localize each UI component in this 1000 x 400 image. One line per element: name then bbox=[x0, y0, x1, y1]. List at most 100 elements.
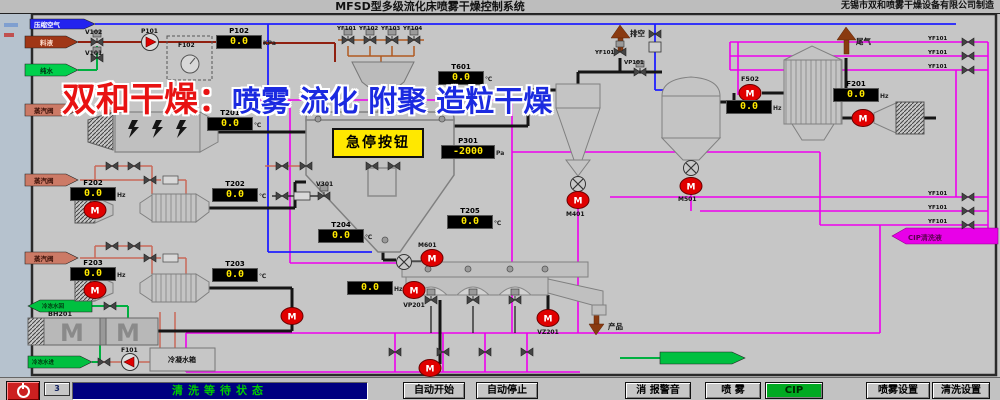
motor-vz201[interactable] bbox=[536, 309, 560, 327]
blower-m-glyph: M bbox=[116, 319, 140, 347]
tail-gas-label: 尾气 bbox=[855, 36, 871, 46]
power-icon-bar bbox=[22, 383, 24, 389]
cip-liquid-label: CIP清洗液 bbox=[908, 233, 943, 242]
display-f202: F202 0.0 Hz bbox=[70, 179, 126, 201]
steam-valve[interactable] bbox=[105, 241, 119, 251]
cip-pump-motor[interactable] bbox=[418, 359, 442, 377]
motor-m501[interactable] bbox=[679, 177, 703, 195]
tank-label: 冷凝水箱 bbox=[168, 355, 196, 364]
motor-m401[interactable] bbox=[566, 191, 590, 209]
v102-label: V102 bbox=[85, 29, 102, 36]
steam-valve[interactable] bbox=[143, 175, 157, 185]
margin-decoration bbox=[4, 23, 18, 27]
f502-label: F502 bbox=[741, 75, 759, 83]
counter-badge: 3 bbox=[44, 382, 70, 396]
status-bar: 清洗等待状态 bbox=[72, 382, 368, 400]
p101-label: P101 bbox=[141, 28, 158, 35]
cooling-return-banner bbox=[27, 299, 93, 313]
vp101-label: VP101 bbox=[624, 60, 644, 66]
m501-label: M501 bbox=[678, 196, 697, 203]
valve-feed[interactable] bbox=[275, 191, 289, 201]
clean-settings-button[interactable]: 清洗设置 bbox=[932, 382, 990, 399]
fan-motor[interactable] bbox=[83, 201, 107, 219]
steam-valve[interactable] bbox=[143, 253, 157, 263]
pump-f101[interactable] bbox=[121, 353, 139, 371]
display-t601: T601 0.0 ℃ bbox=[438, 63, 492, 85]
display-vp201: 0.0 Hz bbox=[347, 281, 403, 295]
rotary-valve-m601[interactable] bbox=[395, 253, 413, 271]
spray-settings-button[interactable]: 喷雾设置 bbox=[866, 382, 930, 399]
pump-p101[interactable] bbox=[141, 33, 159, 51]
motor-f201[interactable] bbox=[851, 109, 875, 127]
cip-valve-yf101[interactable] bbox=[961, 192, 975, 202]
steam-label: 蒸汽阀 bbox=[34, 254, 54, 263]
bed-valve[interactable] bbox=[466, 288, 480, 305]
steam-valve[interactable] bbox=[127, 241, 141, 251]
cyclone bbox=[555, 83, 601, 177]
fan-motor[interactable] bbox=[83, 281, 107, 299]
cip-valve-yf101[interactable] bbox=[961, 65, 975, 75]
cip-valve-yf101[interactable] bbox=[961, 37, 975, 47]
discharge-ramp bbox=[547, 278, 604, 309]
auto-stop-button[interactable]: 自动停止 bbox=[476, 382, 538, 399]
mute-alarm-button[interactable]: 消 报警音 bbox=[625, 382, 691, 399]
feed-label: 料液 bbox=[40, 38, 54, 47]
display-p102: P102 0.0 KPa bbox=[216, 27, 276, 49]
title-bar: MFSD型多级流化床喷雾干燥控制系统 无锡市双和喷雾干燥设备有限公司制造 bbox=[0, 0, 1000, 14]
cooling-valve[interactable] bbox=[103, 301, 117, 311]
bh201-label: BH201 bbox=[48, 310, 72, 318]
display-t203: T203 0.0 ℃ bbox=[212, 260, 266, 282]
diagram-frame bbox=[30, 12, 998, 377]
spray-button[interactable]: 喷 雾 bbox=[705, 382, 761, 399]
steam-label: 蒸汽阀 bbox=[34, 106, 54, 115]
steam-valve[interactable] bbox=[105, 161, 119, 171]
yf102-label: YF102 bbox=[358, 26, 378, 32]
feed-pipes bbox=[78, 41, 336, 62]
motor-f502[interactable] bbox=[738, 84, 762, 102]
vent-valve-label: YF101 bbox=[594, 50, 614, 56]
vz201-label: VZ201 bbox=[537, 329, 559, 336]
small-lines bbox=[272, 41, 662, 333]
cip-pipes bbox=[185, 41, 989, 373]
yf101-label: YF101 bbox=[336, 26, 356, 32]
cip-button[interactable]: CIP bbox=[765, 382, 823, 399]
motor-m601[interactable] bbox=[420, 249, 444, 267]
fan-motor[interactable] bbox=[280, 307, 304, 325]
vent-label: 排空 bbox=[630, 28, 645, 38]
steam-valve[interactable] bbox=[275, 161, 289, 171]
yf104-label: YF104 bbox=[402, 26, 422, 32]
display-t202: T202 0.0 ℃ bbox=[212, 180, 266, 202]
blower-m-glyph: M bbox=[60, 319, 84, 347]
rotary-valve-m501[interactable] bbox=[682, 159, 700, 177]
auto-start-button[interactable]: 自动开始 bbox=[403, 382, 465, 399]
yf101-label: YF101 bbox=[927, 205, 947, 211]
bag-filter bbox=[660, 76, 722, 161]
watermark-brand: 双和干燥： bbox=[62, 80, 232, 120]
steam-valve[interactable] bbox=[127, 161, 141, 171]
bed-valve[interactable] bbox=[508, 288, 522, 305]
steam-banner bbox=[24, 173, 79, 187]
cip-valve-yf101[interactable] bbox=[961, 51, 975, 61]
cip-valve-yf101[interactable] bbox=[961, 206, 975, 216]
air-pipes bbox=[95, 23, 956, 253]
page-title: MFSD型多级流化床喷雾干燥控制系统 bbox=[335, 0, 525, 13]
flow-arrows bbox=[588, 24, 857, 336]
power-button[interactable] bbox=[6, 381, 40, 400]
condensate-valve[interactable] bbox=[97, 357, 111, 367]
emergency-stop-button[interactable]: 急停按钮 bbox=[332, 128, 424, 158]
pure-water-label: 纯水 bbox=[40, 66, 54, 75]
tail-gas-arrow bbox=[843, 37, 850, 55]
bed-valve[interactable] bbox=[424, 288, 438, 305]
stream-banners bbox=[24, 18, 999, 369]
rotary-valve-m401[interactable] bbox=[569, 175, 587, 193]
cooling-in-label: 冷冻水进 bbox=[32, 358, 55, 366]
condenser bbox=[783, 45, 843, 141]
tail-gas-arrow-head bbox=[836, 26, 857, 41]
vent-arrow-head bbox=[610, 24, 631, 39]
nozzle-manifold-pipes bbox=[338, 39, 424, 62]
product-arrow-head bbox=[588, 323, 605, 336]
yf101-label: YF101 bbox=[927, 50, 947, 56]
motor-vp201[interactable] bbox=[402, 281, 426, 299]
valve-vent-yf101[interactable] bbox=[613, 40, 627, 57]
